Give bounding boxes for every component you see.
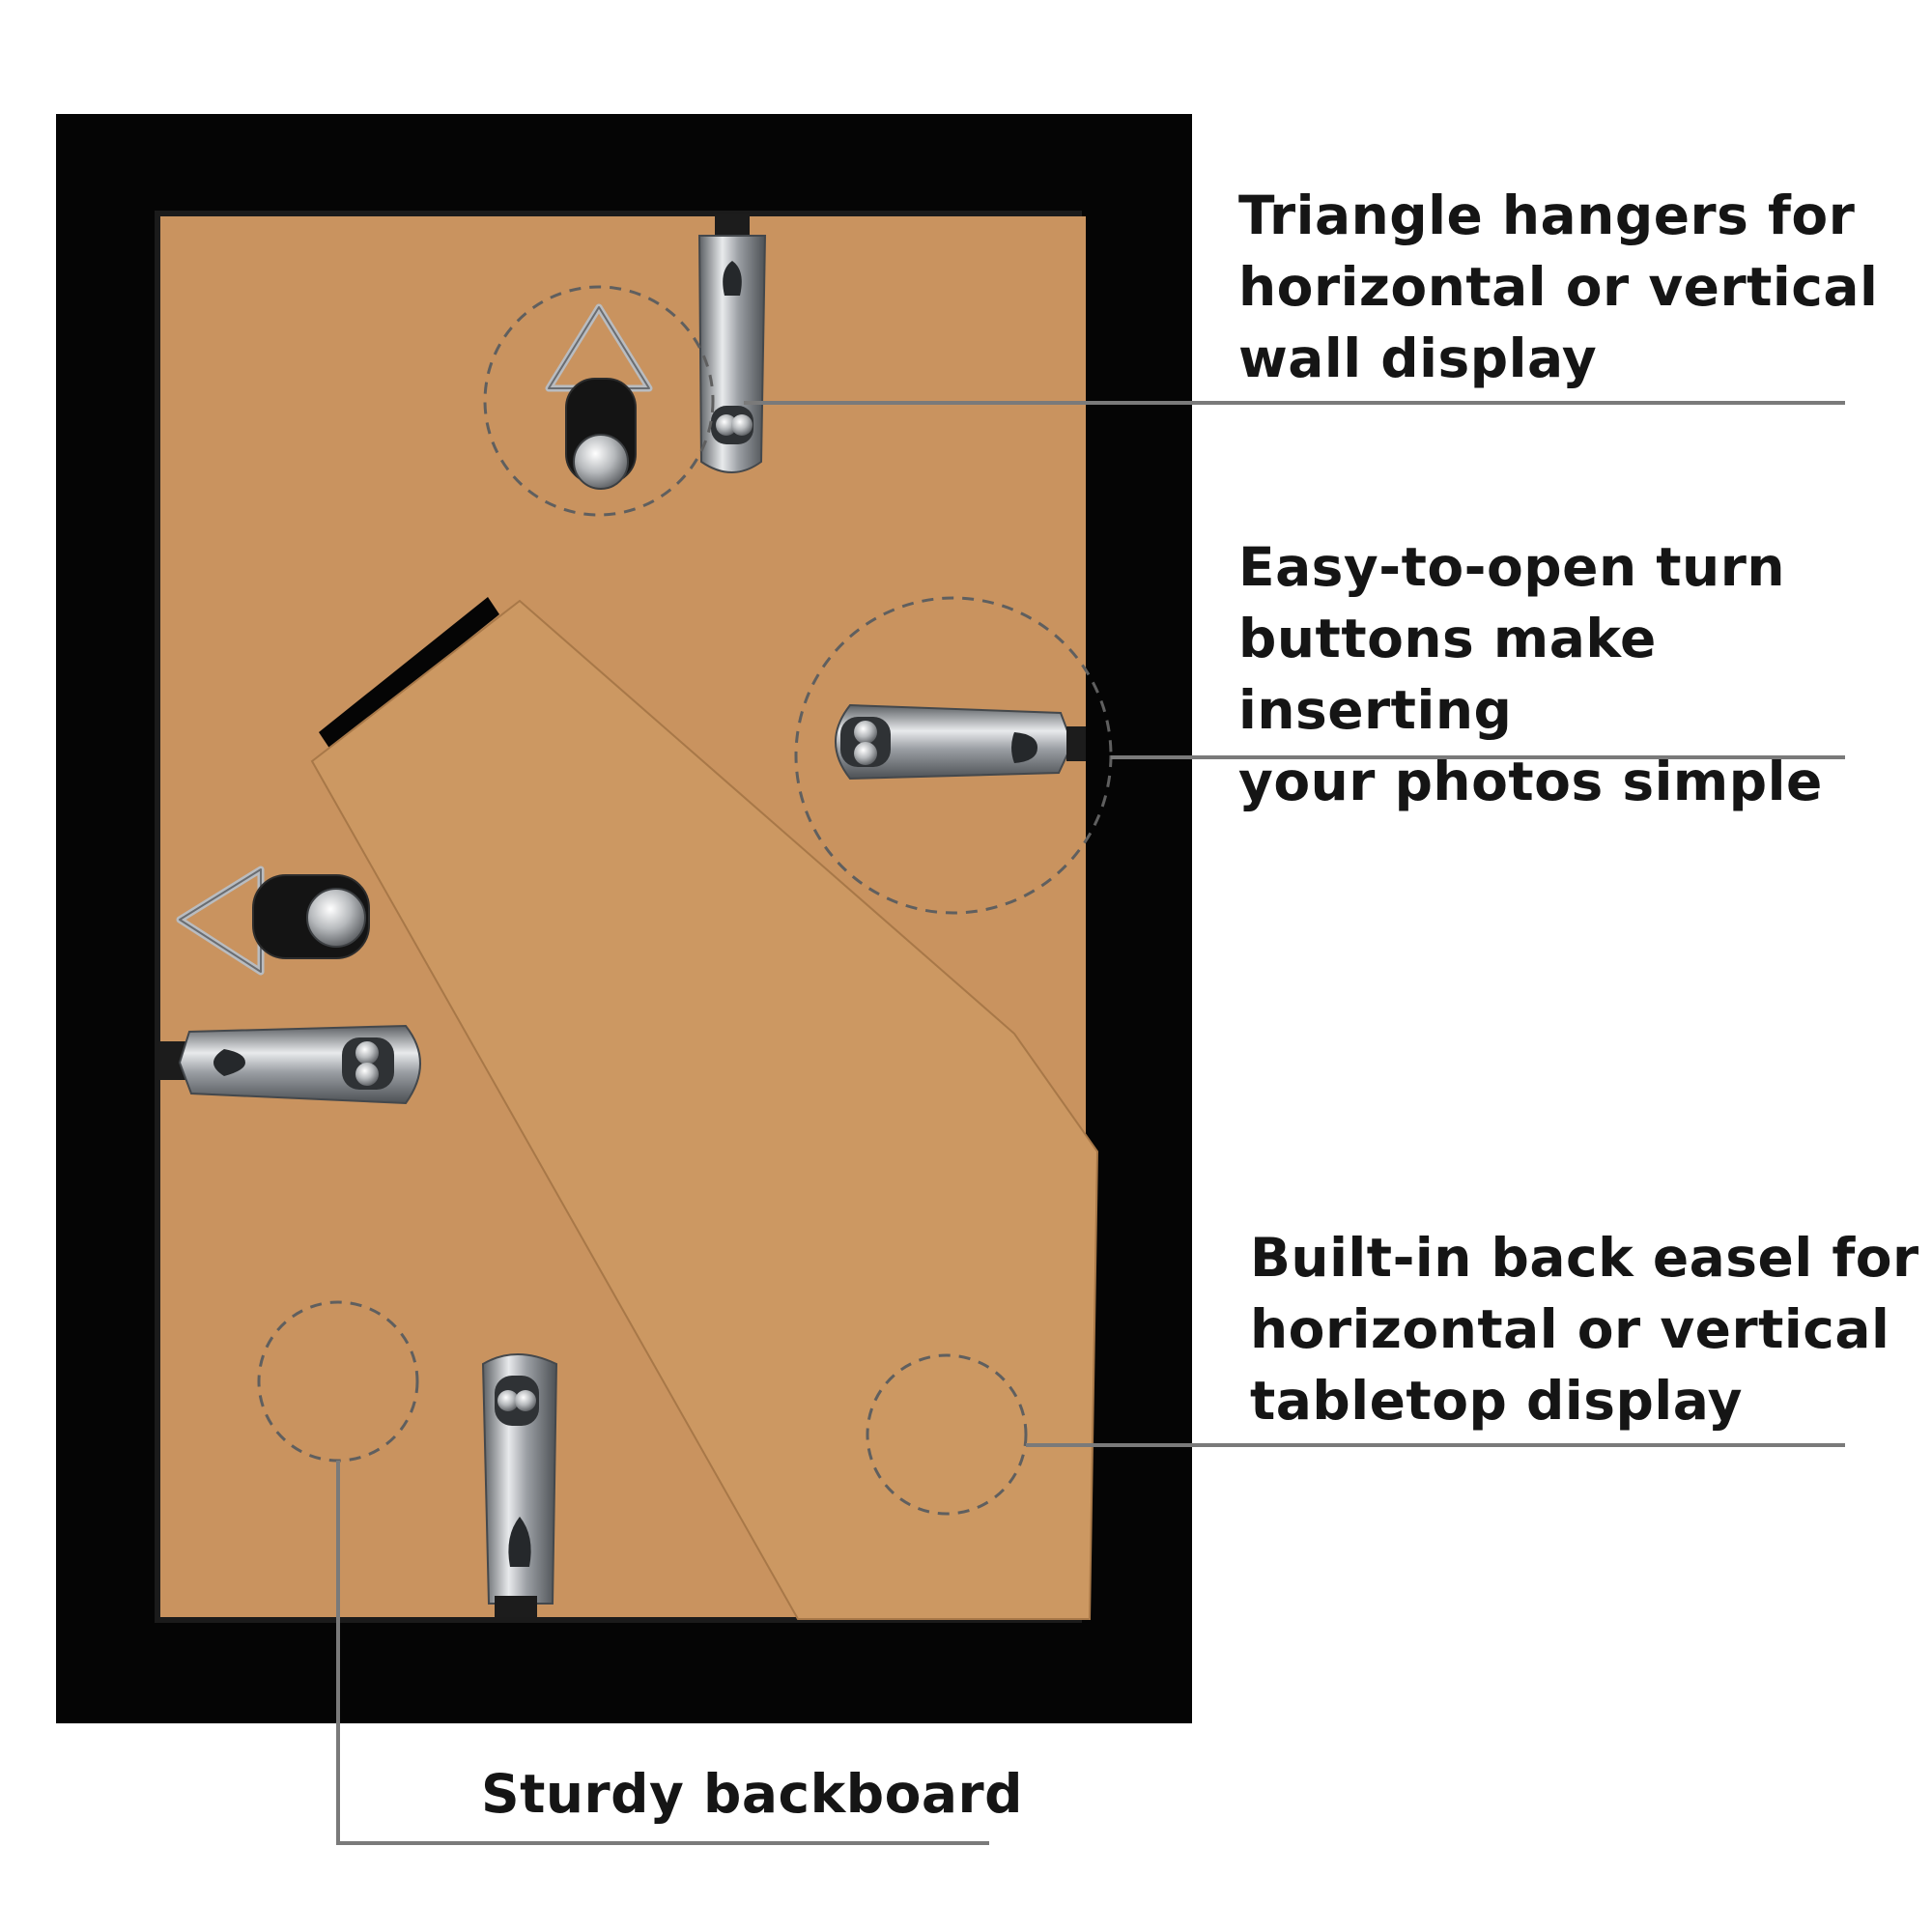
leader-line-backboard (336, 1461, 989, 1845)
callout-turn-buttons: Easy-to-open turn buttons make inserting… (1238, 536, 1823, 812)
turn-button-clip-icon (835, 703, 1086, 781)
easel-stand-icon (310, 597, 1099, 1620)
turn-button-clip-icon (160, 1024, 421, 1105)
callout-backboard: Sturdy backboard (481, 1763, 1023, 1825)
callout-triangle-hangers: Triangle hangers for horizontal or verti… (1238, 185, 1879, 389)
highlight-circle-hanger (483, 285, 715, 517)
turn-button-clip-icon (697, 214, 767, 473)
triangle-hanger-icon (545, 303, 653, 490)
highlight-circle-easel (866, 1353, 1028, 1516)
callout-back-easel: Built-in back easel for horizontal or ve… (1250, 1227, 1919, 1432)
triangle-hanger-icon (176, 866, 370, 976)
turn-button-clip-icon (481, 1353, 558, 1617)
